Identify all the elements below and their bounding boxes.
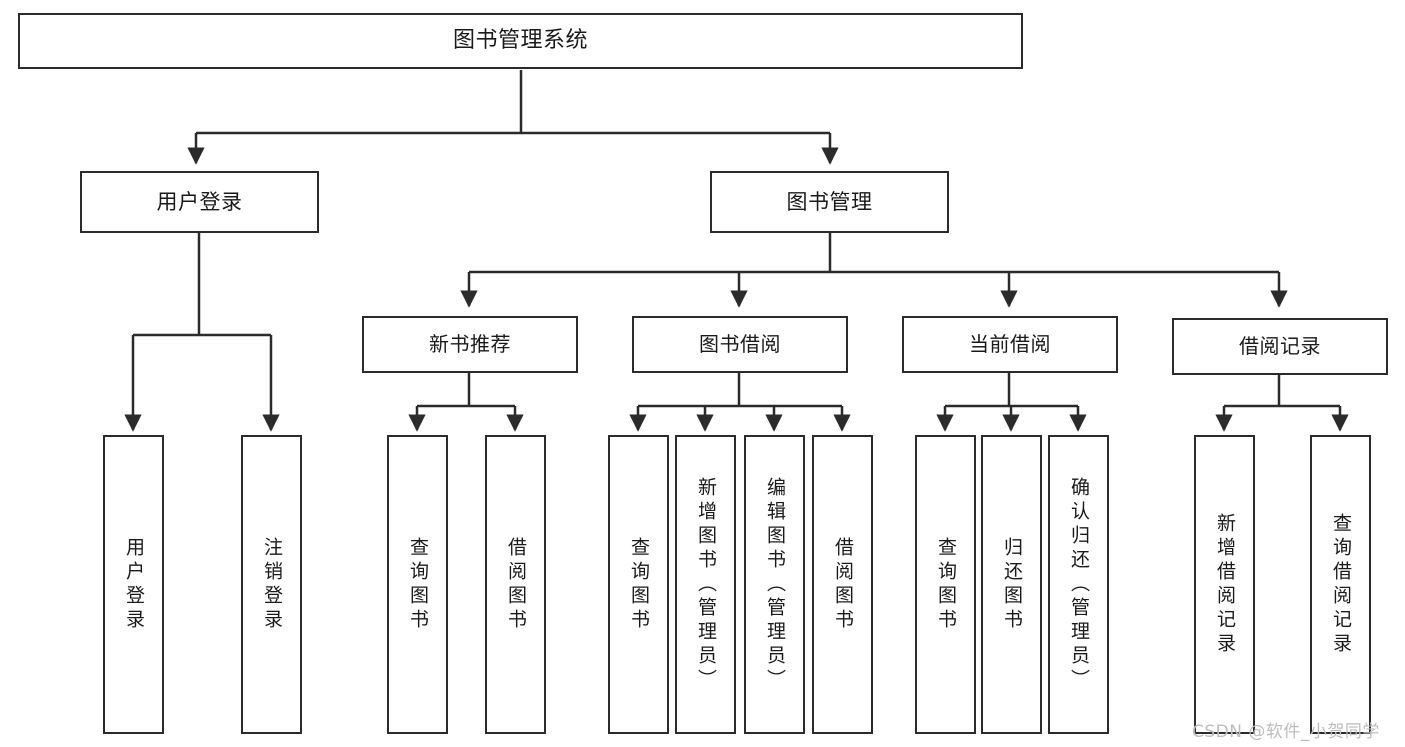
leaf-rec-query-book[interactable]: 查询图书 bbox=[387, 435, 448, 734]
leaf-record-query[interactable]: 查询借阅记录 bbox=[1310, 435, 1371, 734]
leaf-borrow-query-book-label: 查询图书 bbox=[628, 536, 650, 633]
leaf-user-login-label: 用户登录 bbox=[123, 536, 145, 633]
node-user-login-label: 用户登录 bbox=[156, 189, 243, 214]
node-borrow-record[interactable]: 借阅记录 bbox=[1172, 318, 1388, 375]
leaf-rec-borrow-book-label: 借阅图书 bbox=[505, 536, 527, 633]
node-book-manage-label: 图书管理 bbox=[786, 189, 873, 214]
node-book-borrow[interactable]: 图书借阅 bbox=[632, 316, 848, 373]
leaf-current-return-book[interactable]: 归还图书 bbox=[981, 435, 1042, 734]
leaf-current-query-book-label: 查询图书 bbox=[935, 536, 957, 633]
node-root[interactable]: 图书管理系统 bbox=[18, 13, 1023, 69]
leaf-record-query-label: 查询借阅记录 bbox=[1330, 512, 1352, 657]
leaf-current-confirm-return-label: 确认归还（管理员） bbox=[1068, 476, 1090, 693]
leaf-borrow-query-book[interactable]: 查询图书 bbox=[608, 435, 669, 734]
leaf-rec-borrow-book[interactable]: 借阅图书 bbox=[485, 435, 546, 734]
leaf-borrow-add-book[interactable]: 新增图书（管理员） bbox=[675, 435, 736, 734]
leaf-record-add-label: 新增借阅记录 bbox=[1214, 512, 1236, 657]
leaf-current-query-book[interactable]: 查询图书 bbox=[915, 435, 976, 734]
node-user-login[interactable]: 用户登录 bbox=[80, 171, 319, 233]
node-borrow-record-label: 借阅记录 bbox=[1239, 333, 1321, 358]
leaf-current-confirm-return[interactable]: 确认归还（管理员） bbox=[1048, 435, 1109, 734]
node-root-label: 图书管理系统 bbox=[452, 28, 588, 54]
node-new-book-rec-label: 新书推荐 bbox=[429, 331, 511, 356]
node-book-borrow-label: 图书借阅 bbox=[699, 331, 781, 356]
leaf-user-logout-label: 注销登录 bbox=[261, 536, 283, 633]
node-current-borrow[interactable]: 当前借阅 bbox=[902, 316, 1118, 373]
node-current-borrow-label: 当前借阅 bbox=[969, 331, 1051, 356]
leaf-user-logout[interactable]: 注销登录 bbox=[241, 435, 302, 734]
node-book-manage[interactable]: 图书管理 bbox=[710, 171, 949, 233]
leaf-borrow-borrow-book[interactable]: 借阅图书 bbox=[812, 435, 873, 734]
node-new-book-rec[interactable]: 新书推荐 bbox=[362, 316, 578, 373]
leaf-borrow-edit-book[interactable]: 编辑图书（管理员） bbox=[744, 435, 805, 734]
leaf-record-add[interactable]: 新增借阅记录 bbox=[1194, 435, 1255, 734]
leaf-current-return-book-label: 归还图书 bbox=[1001, 536, 1023, 633]
leaf-borrow-borrow-book-label: 借阅图书 bbox=[832, 536, 854, 633]
leaf-borrow-add-book-label: 新增图书（管理员） bbox=[695, 476, 717, 693]
leaf-borrow-edit-book-label: 编辑图书（管理员） bbox=[764, 476, 786, 693]
leaf-user-login[interactable]: 用户登录 bbox=[103, 435, 164, 734]
leaf-rec-query-book-label: 查询图书 bbox=[407, 536, 429, 633]
csdn-watermark: CSDN @软件_小贺同学 bbox=[1192, 722, 1380, 742]
